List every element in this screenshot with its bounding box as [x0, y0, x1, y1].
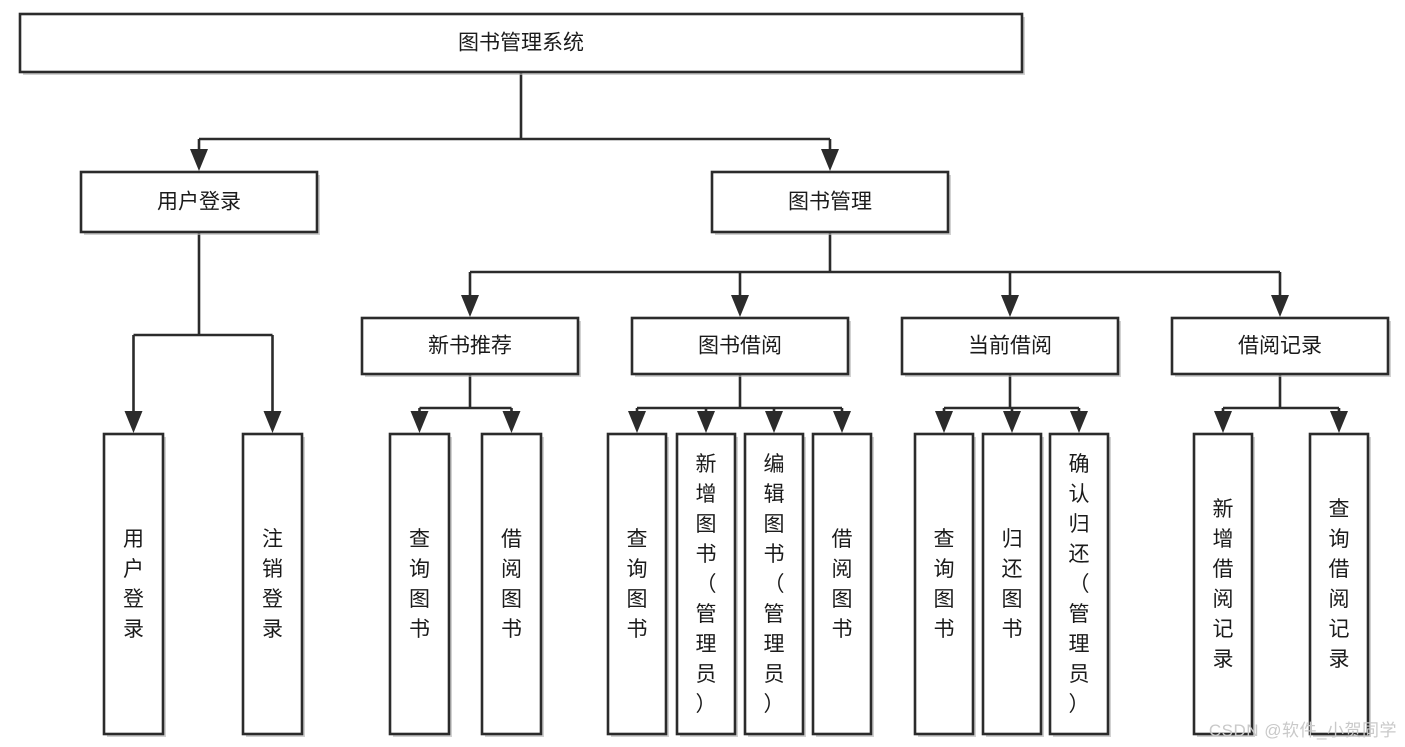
node-leaf-query-book-rec[interactable]: 查询图书 [388, 432, 452, 737]
node-label: 借阅图书 [501, 528, 522, 641]
node-leaf-edit-book[interactable]: 编辑图书（管理员） [743, 432, 806, 737]
node-label: 图书借阅 [698, 335, 782, 358]
node-leaf-add-borrow-record[interactable]: 新增借阅记录 [1192, 432, 1255, 737]
node-label: 当前借阅 [968, 335, 1052, 358]
node-label: 借阅记录 [1238, 335, 1322, 358]
node-box[interactable] [710, 170, 950, 234]
node-label: 图书管理 [788, 191, 872, 214]
node-book-borrow[interactable]: 图书借阅 [630, 316, 851, 377]
node-leaf-query-borrow-record[interactable]: 查询借阅记录 [1308, 432, 1371, 737]
node-leaf-add-book[interactable]: 新增图书（管理员） [675, 432, 738, 737]
node-leaf-confirm-return[interactable]: 确认归还（管理员） [1048, 432, 1111, 737]
node-new-book-recommend[interactable]: 新书推荐 [360, 316, 581, 377]
node-box[interactable] [241, 432, 304, 736]
node-leaf-borrow-book[interactable]: 借阅图书 [811, 432, 874, 737]
node-leaf-borrow-book-rec[interactable]: 借阅图书 [480, 432, 544, 737]
node-leaf-query-book-borrow[interactable]: 查询图书 [606, 432, 669, 737]
node-label: 查询借阅记录 [1329, 498, 1350, 671]
node-label: 新增图书（管理员） [696, 453, 717, 716]
node-box[interactable] [900, 316, 1120, 376]
node-box[interactable] [913, 432, 975, 736]
node-label: 新书推荐 [428, 335, 512, 358]
node-label: 查询图书 [627, 528, 648, 641]
node-box[interactable] [606, 432, 668, 736]
node-label: 确认归还（管理员） [1069, 453, 1090, 716]
node-label: 编辑图书（管理员） [764, 453, 785, 716]
node-box[interactable] [18, 12, 1024, 74]
node-box[interactable] [1308, 432, 1370, 736]
node-label: 归还图书 [1002, 528, 1023, 641]
node-label: 注销登录 [262, 528, 283, 641]
node-box[interactable] [102, 432, 165, 736]
node-label: 查询图书 [934, 528, 955, 641]
node-box[interactable] [388, 432, 451, 736]
node-box[interactable] [79, 170, 319, 234]
node-label: 图书管理系统 [458, 32, 584, 55]
node-label: 借阅图书 [832, 528, 853, 641]
node-box[interactable] [1170, 316, 1390, 376]
node-root[interactable]: 图书管理系统 [18, 12, 1025, 75]
node-leaf-query-book-current[interactable]: 查询图书 [913, 432, 976, 737]
node-label: 用户登录 [123, 528, 144, 641]
node-layer: 图书管理系统用户登录图书管理新书推荐图书借阅当前借阅借阅记录用户登录注销登录查询… [18, 12, 1391, 737]
node-borrow-record[interactable]: 借阅记录 [1170, 316, 1391, 377]
node-box[interactable] [630, 316, 850, 376]
connector-layer [124, 72, 1348, 433]
node-box[interactable] [743, 432, 805, 736]
node-book-manage[interactable]: 图书管理 [710, 170, 951, 235]
node-user-login[interactable]: 用户登录 [79, 170, 320, 235]
node-label: 用户登录 [157, 191, 241, 214]
node-box[interactable] [981, 432, 1043, 736]
node-current-borrow[interactable]: 当前借阅 [900, 316, 1121, 377]
node-box[interactable] [675, 432, 737, 736]
node-leaf-return-book[interactable]: 归还图书 [981, 432, 1044, 737]
node-box[interactable] [360, 316, 580, 376]
node-box[interactable] [480, 432, 543, 736]
node-label: 查询图书 [409, 528, 430, 641]
node-box[interactable] [1048, 432, 1110, 736]
node-box[interactable] [811, 432, 873, 736]
node-leaf-logout[interactable]: 注销登录 [241, 432, 305, 737]
node-leaf-user-login[interactable]: 用户登录 [102, 432, 166, 737]
node-label: 新增借阅记录 [1213, 498, 1234, 671]
node-box[interactable] [1192, 432, 1254, 736]
